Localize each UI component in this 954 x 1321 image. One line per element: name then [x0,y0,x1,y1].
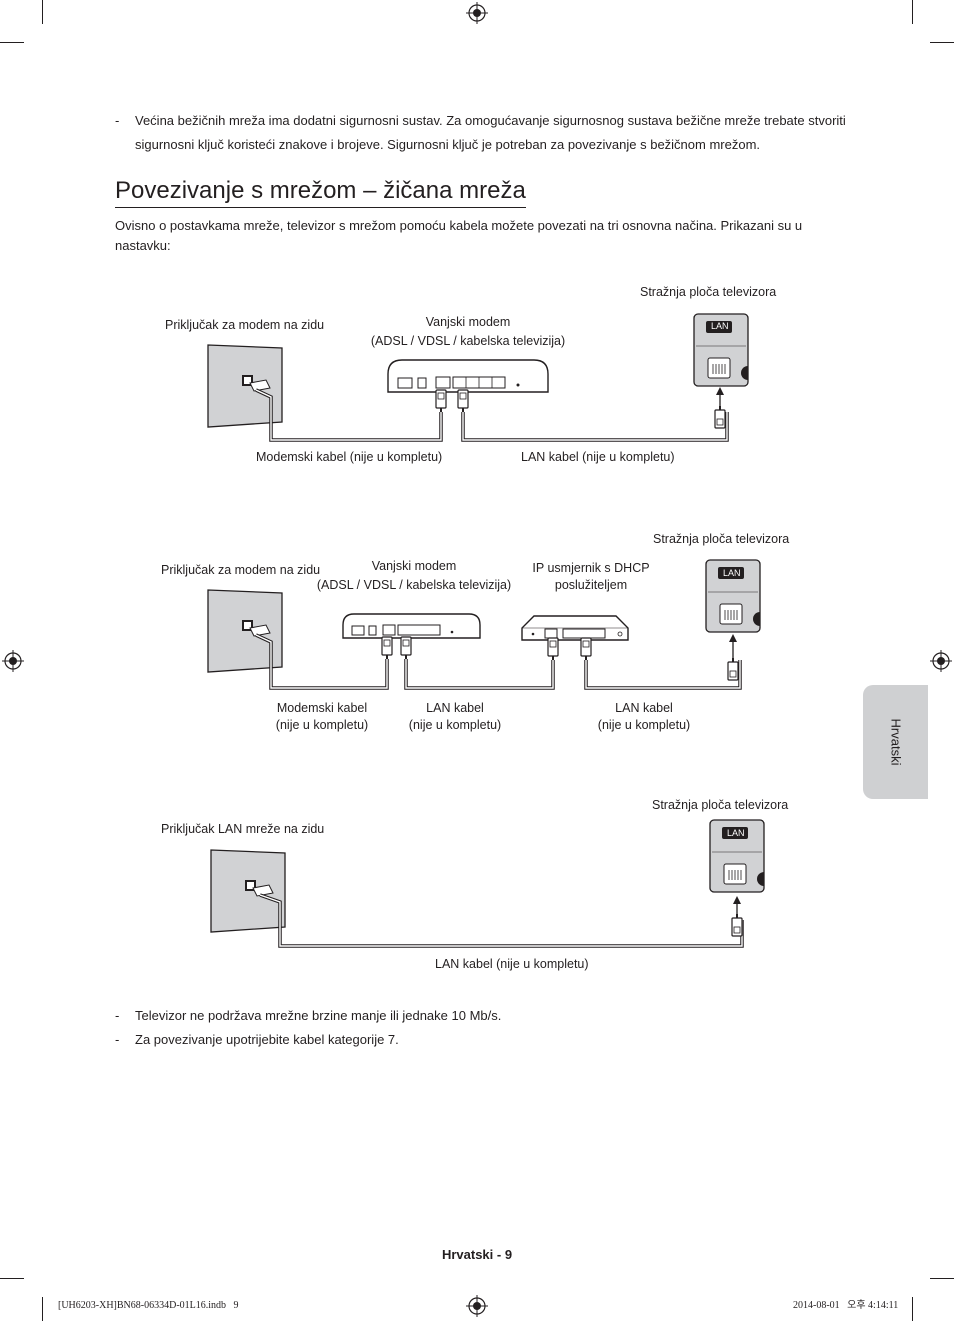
lan-cable-label: LAN kabel [426,701,484,715]
diagram1-art [207,313,749,442]
crop-mark [912,0,913,24]
lan-cable-label: LAN kabel [615,701,673,715]
bullet-dash: - [115,1008,120,1023]
wall-jack-label: Priključak za modem na zidu [161,563,321,577]
crop-mark [42,0,43,24]
lan-cable-label: (nije u kompletu) [597,718,691,732]
registration-mark-icon [930,650,952,672]
diagram3-art [210,819,765,948]
page-footer: Hrvatski - 9 [441,1247,513,1262]
modem-label: (ADSL / VDSL / kabelska televizija) [370,334,566,348]
lan-cable-label: LAN kabel (nije u kompletu) [521,450,675,464]
tv-panel-label: Stražnja ploča televizora [653,532,790,546]
tv-panel-label: Stražnja ploča televizora [640,285,777,299]
crop-mark [930,42,954,43]
router-label: IP usmjernik s DHCP [532,561,650,575]
note-item: - Za povezivanje upotrijebite kabel kate… [115,1028,815,1052]
section-paragraph-line: nastavku: [115,238,171,253]
crop-mark [0,1278,24,1279]
bullet-dash: - [115,1032,120,1047]
print-date-info: 2014-08-01 오후 4:14:11 [793,1300,899,1311]
modem-label: Vanjski modem [425,315,511,329]
section-paragraph-line: Ovisno o postavkama mreže, televizor s m… [115,218,803,233]
lan-cable-label: (nije u kompletu) [408,718,502,732]
lan-cable-label: LAN kabel (nije u kompletu) [435,957,589,971]
bullet-dash: - [115,113,120,128]
crop-mark [912,1297,913,1321]
section-title: Povezivanje s mrežom – žičana mreža [115,175,526,208]
bullet-line: sigurnosni ključ koristeći znakove i bro… [135,137,761,152]
modem-cable-label: Modemski kabel (nije u kompletu) [256,450,443,464]
wall-jack-label: Priključak LAN mreže na zidu [161,822,325,836]
lan-port-label: LAN [711,321,729,331]
crop-mark [42,1297,43,1321]
wall-jack-label: Priključak za modem na zidu [165,318,325,332]
lan-port-label: LAN [727,828,745,838]
note-text: Televizor ne podržava mrežne brzine manj… [135,1008,502,1023]
crop-mark [930,1278,954,1279]
registration-mark-icon [466,1295,488,1317]
modem-label: (ADSL / VDSL / kabelska televizija) [316,578,512,592]
registration-mark-icon [2,650,24,672]
tv-panel-label: Stražnja ploča televizora [652,798,789,812]
intro-bullet: - Većina bežičnih mreža ima dodatni sigu… [115,109,855,157]
modem-cable-label: Modemski kabel [276,701,368,715]
modem-label: Vanjski modem [371,559,457,573]
diagram2-art [207,559,761,690]
router-label: poslužiteljem [554,578,628,592]
modem-cable-label: (nije u kompletu) [275,718,369,732]
side-tab-label: Hrvatski [888,718,903,766]
lan-port-label: LAN [723,568,741,578]
note-text: Za povezivanje upotrijebite kabel katego… [135,1032,399,1047]
bullet-line: Većina bežičnih mreža ima dodatni sigurn… [135,113,846,128]
language-side-tab: Hrvatski [863,685,928,799]
note-item: - Televizor ne podržava mrežne brzine ma… [115,1004,815,1028]
print-file-info: [UH6203-XH]BN68-06334D-01L16.indb 9 [58,1300,239,1311]
registration-mark-icon [466,2,488,24]
crop-mark [0,42,24,43]
